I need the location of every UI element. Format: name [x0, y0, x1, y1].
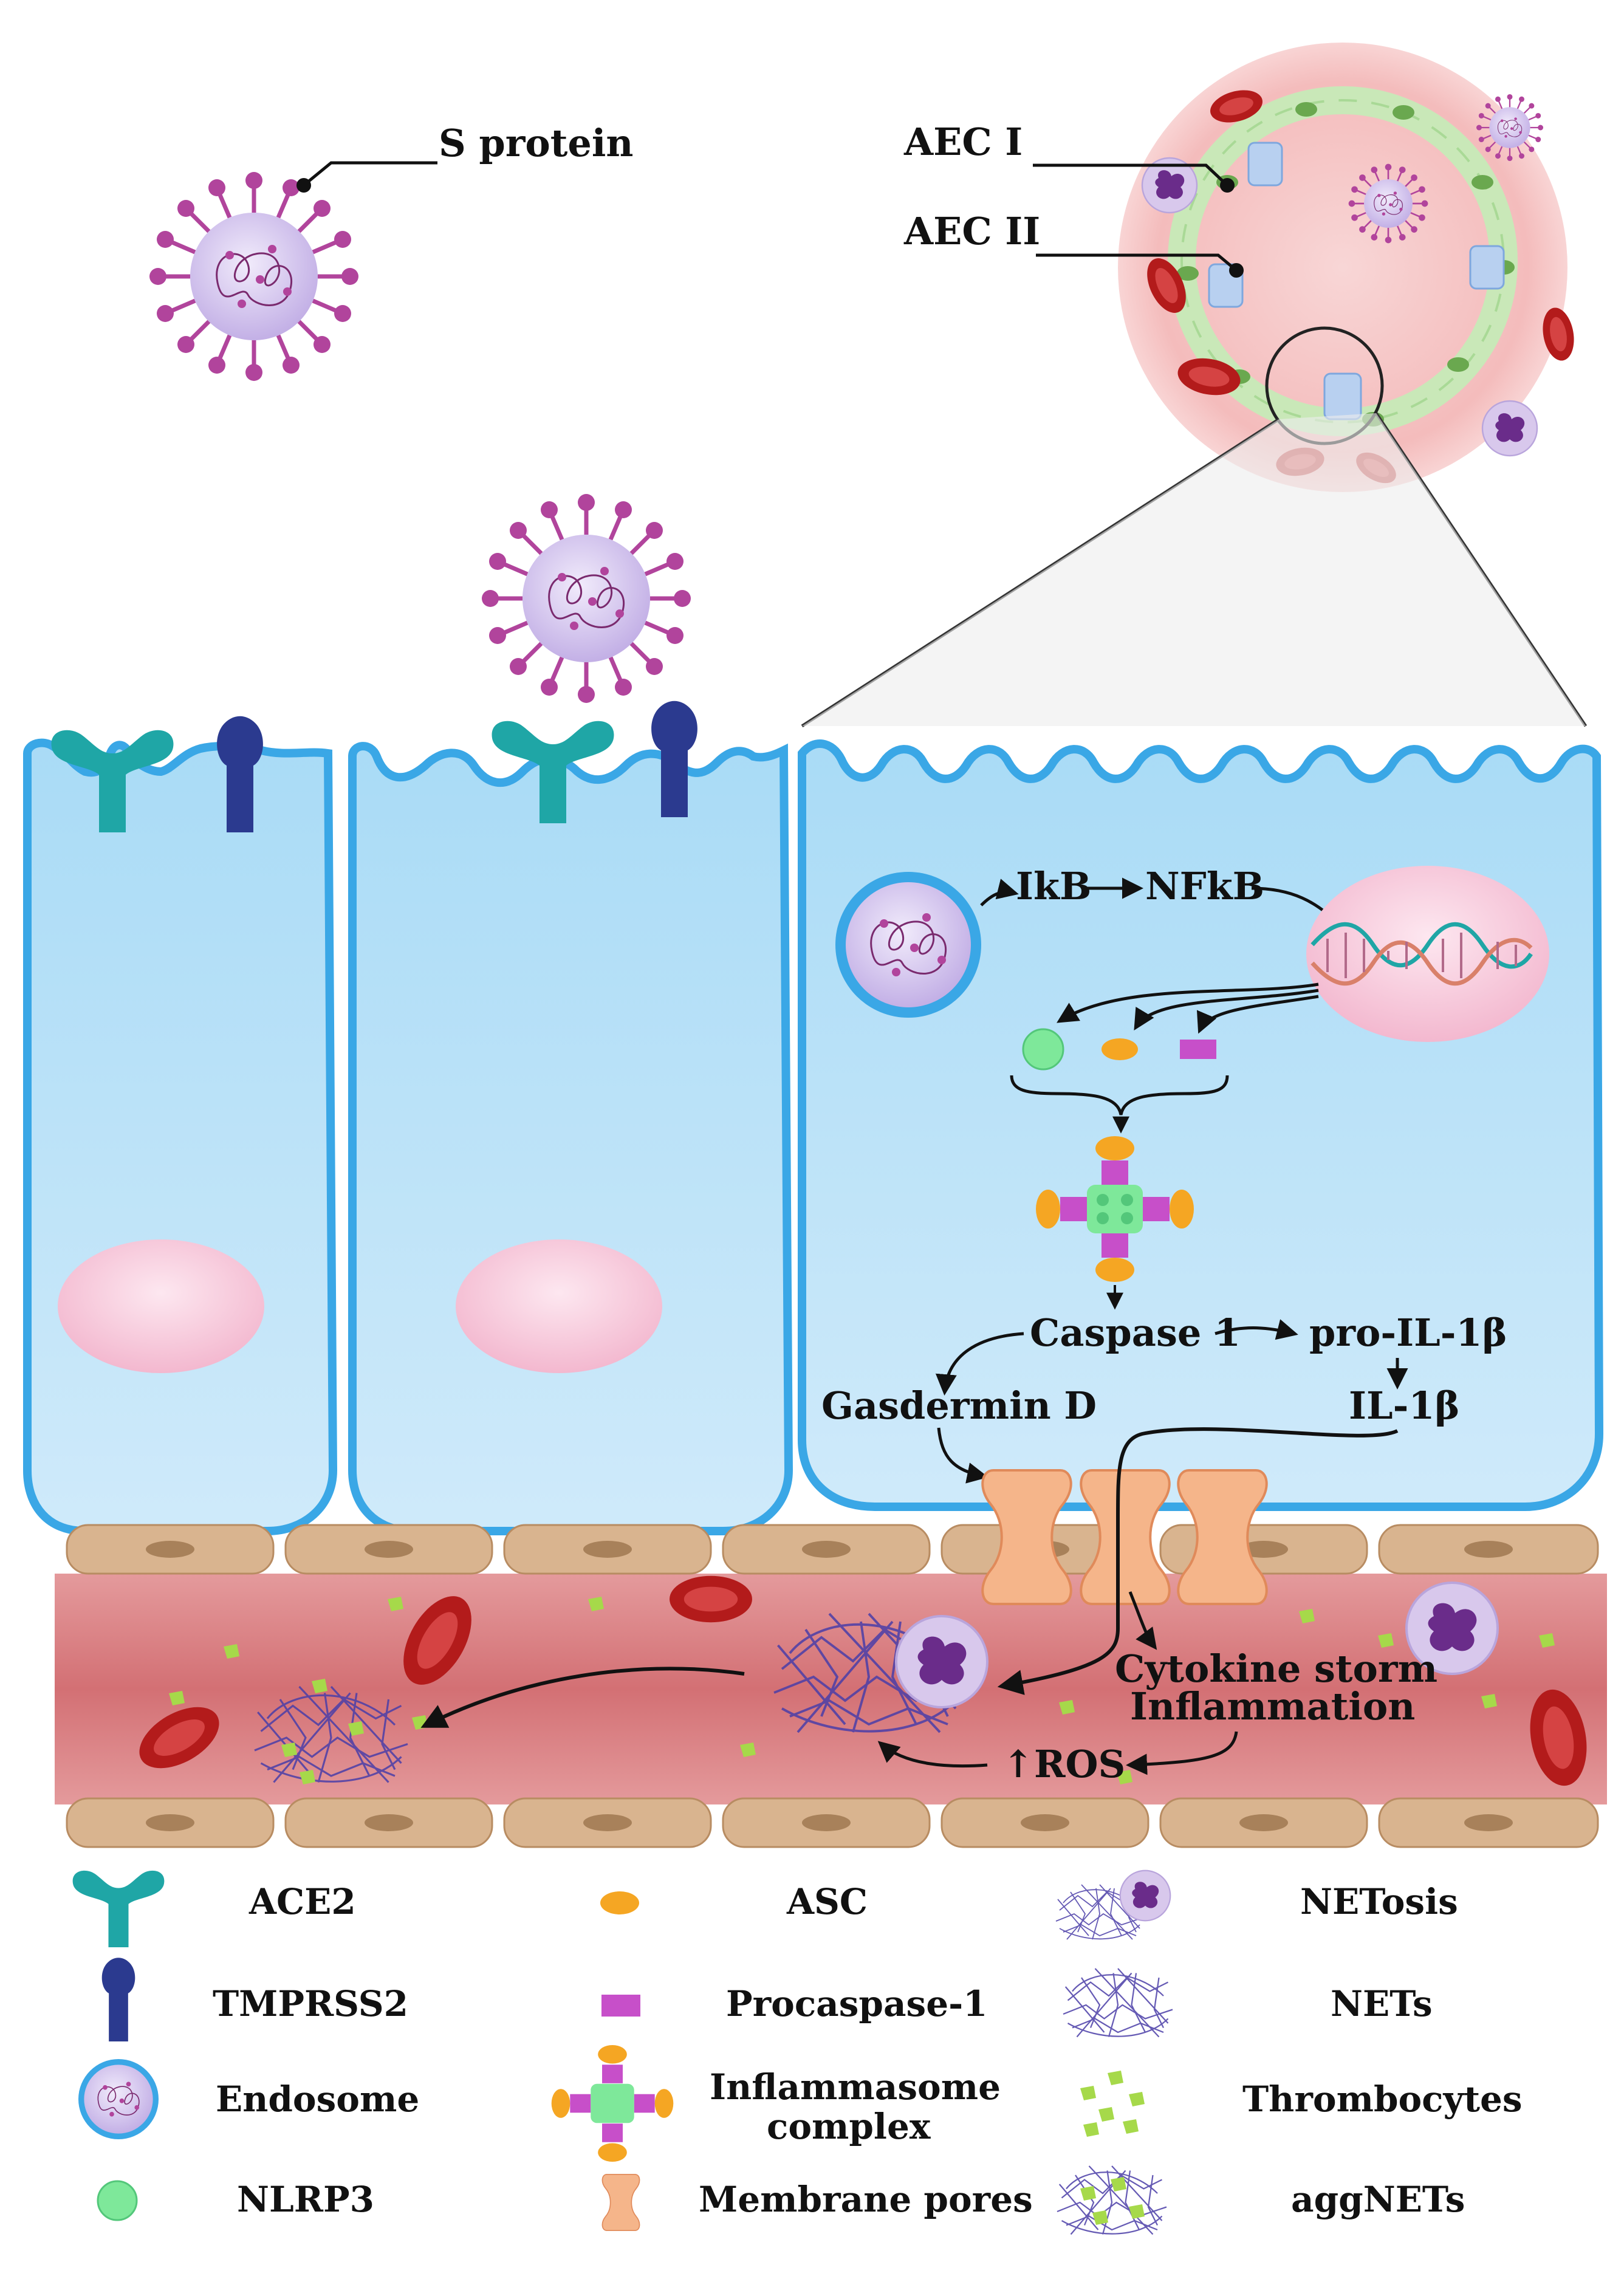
- legend-netosis: NETosis: [1300, 1881, 1458, 1922]
- legend-inflammasome-2: complex: [767, 2106, 931, 2147]
- legend-endosome: Endosome: [216, 2079, 419, 2120]
- legend-pore-icon: [601, 2173, 640, 2232]
- epithelial-cell-1: [23, 738, 338, 1535]
- label-aec1: AEC I: [903, 120, 1023, 164]
- legend-ace2-icon: [72, 1870, 165, 1947]
- legend-procaspase: Procaspase-1: [726, 1983, 988, 2024]
- nucleus-1: [58, 1239, 264, 1373]
- label-aec2: AEC II: [903, 209, 1040, 253]
- legend-netosis-icon: [1055, 1869, 1171, 1940]
- nucleus-2: [456, 1239, 662, 1373]
- blood-vessel: [55, 1524, 1607, 1848]
- legend-nets-icon: [1062, 1967, 1174, 2038]
- nucleus-dna: [1306, 866, 1549, 1042]
- procaspase-product: [1180, 1040, 1216, 1059]
- label-nfkb: NFkB: [1145, 864, 1264, 908]
- asc-product: [1102, 1038, 1138, 1060]
- label-pro-il1b: pro-IL-1β: [1309, 1311, 1507, 1355]
- legend-aggnets: aggNETs: [1291, 2179, 1465, 2220]
- legend-asc-icon: [600, 1891, 639, 1914]
- nlrp3-product: [1022, 1028, 1064, 1071]
- legend-aggnets-icon: [1056, 2165, 1168, 2235]
- epithelial-cell-2: [348, 742, 793, 1535]
- legend-nets: NETs: [1331, 1983, 1433, 2024]
- label-inflammation: Inflammation: [1130, 1684, 1415, 1729]
- legend-thrombocytes-icon: [1080, 2071, 1145, 2137]
- legend-endosome-icon: [78, 2058, 159, 2140]
- s-protein-leader-line: [303, 161, 437, 187]
- aec2-leader: [1036, 253, 1238, 272]
- label-gasdermin: Gasdermin D: [821, 1383, 1097, 1428]
- label-s-protein: S protein: [439, 121, 633, 165]
- legend-procaspase-icon: [601, 1995, 640, 2017]
- s-protein-virus: [149, 172, 358, 381]
- legend-pores: Membrane pores: [699, 2179, 1033, 2220]
- legend-tmprss2-icon: [101, 1958, 135, 2041]
- il1b-release-arrow: [997, 1427, 1399, 1695]
- brace: [1010, 1075, 1229, 1116]
- legend: ACE2 TMPRSS2 Endosome NLRP3 ASC Procaspa…: [72, 1869, 1523, 2235]
- legend-nlrp3-icon: [97, 2180, 138, 2221]
- label-caspase1: Caspase 1: [1030, 1311, 1241, 1355]
- legend-asc: ASC: [786, 1881, 868, 1922]
- legend-tmprss2: TMPRSS2: [213, 1983, 408, 2024]
- legend-thrombocytes: Thrombocytes: [1242, 2079, 1523, 2120]
- zoom-cone: [802, 413, 1586, 726]
- label-il1b: IL-1β: [1349, 1383, 1460, 1428]
- inflammasome-complex: [1036, 1136, 1194, 1282]
- legend-nlrp3: NLRP3: [237, 2179, 374, 2220]
- legend-inflammasome-1: Inflammasome: [710, 2066, 1001, 2108]
- label-cytokine-storm: Cytokine storm: [1115, 1647, 1437, 1691]
- endosome: [834, 871, 982, 1019]
- aec1-leader: [1033, 163, 1228, 187]
- netosis-to-aggnets-arrow: [420, 1667, 745, 1728]
- legend-ace2: ACE2: [248, 1881, 356, 1922]
- legend-inflammasome-icon: [551, 2044, 674, 2162]
- virus-binding: [482, 494, 691, 703]
- label-ikb: IkB: [1016, 864, 1091, 908]
- label-ros: ↑ROS: [1002, 1742, 1125, 1786]
